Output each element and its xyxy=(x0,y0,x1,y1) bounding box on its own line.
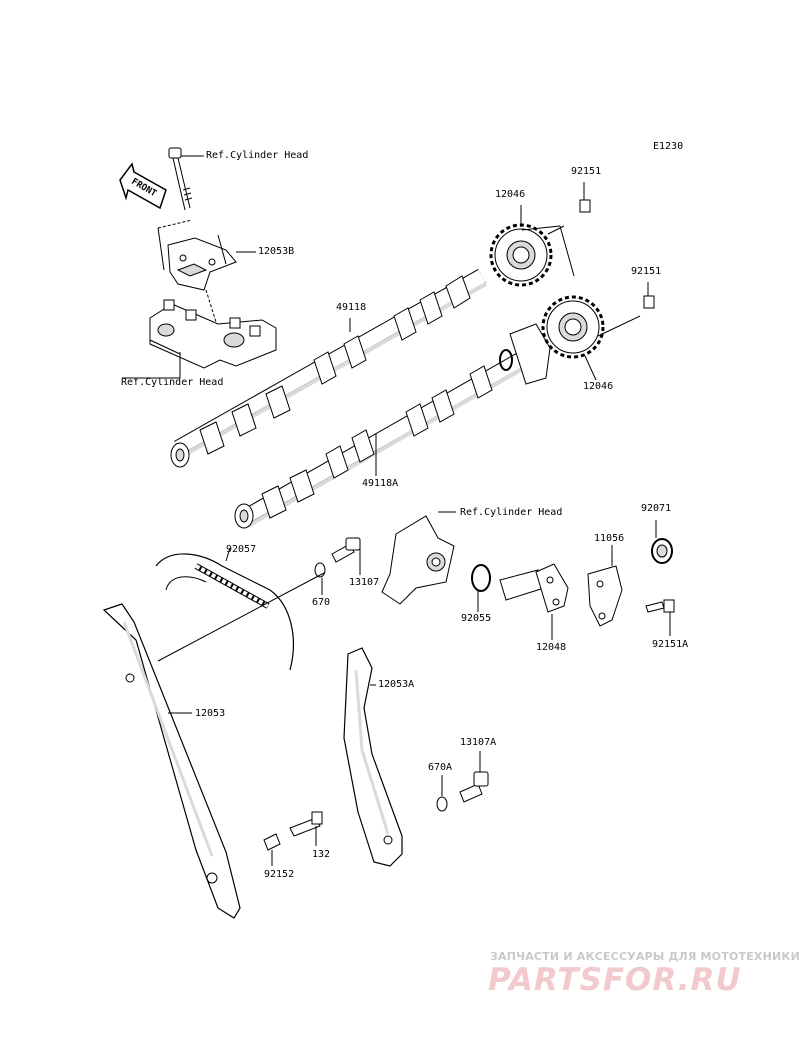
label-49118: 49118 xyxy=(336,302,367,313)
label-670a: 670A xyxy=(428,762,453,773)
cam-sprocket-upper xyxy=(489,205,575,287)
gasket-670 xyxy=(314,562,326,595)
label-11056: 11056 xyxy=(594,533,625,544)
label-12053a: 12053A xyxy=(378,679,415,690)
bolt-92151-upper xyxy=(579,182,591,213)
collar-92152 xyxy=(263,833,281,866)
front-arrow-icon: FRONT xyxy=(119,162,167,210)
gasket-670a xyxy=(436,775,448,812)
label-670: 670 xyxy=(312,597,331,608)
label-ref-cylinder-head-left: Ref.Cylinder Head xyxy=(121,377,224,388)
label-92152: 92152 xyxy=(264,869,295,880)
label-13107: 13107 xyxy=(349,577,380,588)
label-92057: 92057 xyxy=(226,544,257,555)
label-132: 132 xyxy=(312,849,331,860)
label-13107a: 13107A xyxy=(460,737,497,748)
cap-11056 xyxy=(587,545,623,627)
cylinder-head-fragment xyxy=(122,289,277,379)
tensioner-12048 xyxy=(499,563,569,640)
timing-chain xyxy=(155,547,325,671)
label-92151a: 92151A xyxy=(652,639,689,650)
label-92071: 92071 xyxy=(641,503,672,514)
tensioner-mount xyxy=(381,511,456,605)
bolt-132 xyxy=(289,811,323,846)
camshaft-49118 xyxy=(170,269,487,468)
label-92055: 92055 xyxy=(461,613,492,624)
bolt-92151-right xyxy=(643,282,655,309)
cylinder-head-bolt xyxy=(168,147,204,211)
label-12046-lower: 12046 xyxy=(583,381,614,392)
bolt-92151a xyxy=(645,599,675,636)
cam-sprocket-lower xyxy=(541,295,641,381)
oring-92055 xyxy=(471,564,491,612)
watermark-tagline: ЗАПЧАСТИ И АКСЕССУАРЫ ДЛЯ МОТОТЕХНИКИ xyxy=(490,950,800,963)
label-92151-upper: 92151 xyxy=(571,166,602,177)
label-12046-upper: 12046 xyxy=(495,189,526,200)
label-12053b: 12053B xyxy=(258,246,295,257)
label-12048: 12048 xyxy=(536,642,567,653)
camshaft-49118a xyxy=(234,323,551,529)
diagram-code: E1230 xyxy=(653,141,684,152)
gasket-92071 xyxy=(651,520,673,564)
label-ref-cylinder-head-tensioner: Ref.Cylinder Head xyxy=(460,507,563,518)
watermark-logo: PARTSFOR.RU xyxy=(488,962,742,998)
camshaft-cap-12053b xyxy=(157,219,256,291)
label-12053: 12053 xyxy=(195,708,226,719)
label-49118a: 49118A xyxy=(362,478,399,489)
label-ref-cylinder-head-bolt: Ref.Cylinder Head xyxy=(206,150,309,161)
bolt-13107 xyxy=(331,537,361,575)
chain-guide-12053 xyxy=(102,603,241,919)
bolt-13107a xyxy=(459,751,489,803)
label-92151-right: 92151 xyxy=(631,266,662,277)
chain-guide-12053a xyxy=(343,647,403,867)
